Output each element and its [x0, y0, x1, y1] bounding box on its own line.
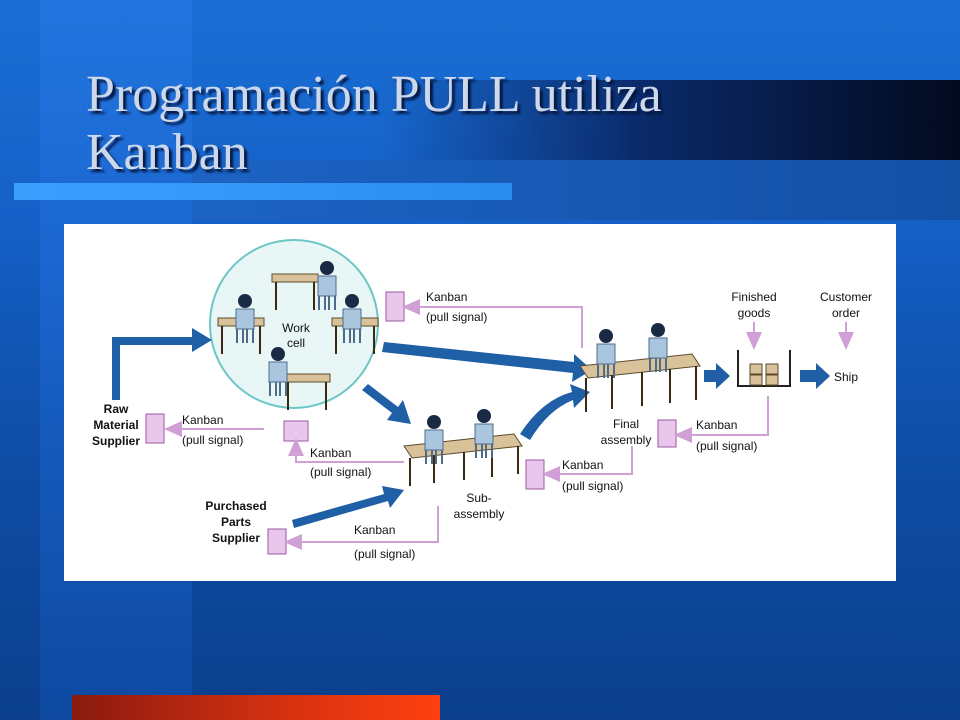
kanban-card-purchased	[267, 528, 287, 555]
kanban-final-label: Kanban	[696, 418, 737, 432]
kanban-card-sub	[525, 459, 545, 490]
footer-red-bar	[72, 695, 440, 720]
pull-signal-sub-label: (pull signal)	[562, 479, 623, 493]
kanban-card-raw	[145, 413, 165, 444]
customer-order-line2: order	[832, 306, 860, 320]
sub-assembly-line2: assembly	[454, 507, 505, 521]
workcell-to-final-arrow	[382, 342, 592, 382]
kanban-purchased-label: Kanban	[354, 523, 395, 537]
pull-signal-top-label: (pull signal)	[426, 310, 487, 324]
kanban-signal-sub: Kanban (pull signal)	[525, 446, 633, 493]
kanban-raw-label: Kanban	[182, 413, 223, 427]
raw-supplier-line3: Supplier	[92, 434, 140, 448]
kanban-diagram: Work cell Raw Material Supplier Sub- ass…	[64, 224, 896, 581]
purchased-parts-supplier-label: Purchased Parts Supplier	[205, 499, 266, 545]
sub-assembly-label: Sub- assembly	[454, 491, 505, 521]
finished-goods-line1: Finished	[731, 290, 776, 304]
work-cell-label-1: Work	[282, 321, 311, 335]
sub-to-final-arrow	[520, 384, 590, 440]
kanban-signal-purchased: Kanban (pull signal)	[284, 506, 439, 561]
raw-supplier-line1: Raw	[104, 402, 129, 416]
final-assembly-line1: Final	[613, 417, 639, 431]
finished-goods-bin	[737, 350, 791, 387]
customer-order-label: Customer order	[820, 290, 872, 320]
final-to-goods-arrow	[704, 363, 730, 389]
purchased-supplier-line2: Parts	[221, 515, 251, 529]
finished-goods-line2: goods	[738, 306, 771, 320]
slide-title-line2: Kanban	[86, 124, 248, 181]
ship-arrow	[800, 363, 830, 389]
pull-signal-purchased-label: (pull signal)	[354, 547, 415, 561]
kanban-sub-label: Kanban	[562, 458, 603, 472]
raw-material-flow-arrow	[112, 328, 212, 400]
final-assembly-label: Final assembly	[601, 417, 652, 447]
title-underline	[14, 183, 512, 200]
ship-label: Ship	[834, 370, 858, 384]
title-dark-band	[380, 80, 960, 160]
work-cell-label-2: cell	[287, 336, 305, 350]
pull-signal-raw-label: (pull signal)	[182, 433, 243, 447]
kanban-signal-top: Kanban (pull signal)	[385, 290, 583, 348]
kanban-signal-workcell: Kanban (pull signal)	[283, 420, 404, 479]
finished-goods-label: Finished goods	[731, 290, 776, 320]
raw-material-supplier-label: Raw Material Supplier	[92, 402, 140, 448]
kanban-top-label: Kanban	[426, 290, 467, 304]
customer-order-line1: Customer	[820, 290, 872, 304]
purchased-supplier-line3: Supplier	[212, 531, 260, 545]
pull-signal-final-label: (pull signal)	[696, 439, 757, 453]
kanban-signal-raw: Kanban (pull signal)	[164, 413, 264, 447]
purchased-supplier-line1: Purchased	[205, 499, 266, 513]
kanban-card-workcell	[283, 420, 309, 442]
sub-assembly-line	[403, 408, 523, 486]
slide-title-line1: Programación PULL utiliza	[86, 66, 662, 123]
purchased-parts-flow-arrow	[292, 486, 404, 528]
workcell-to-sub-arrow	[362, 384, 411, 424]
pull-signal-workcell-label: (pull signal)	[310, 465, 371, 479]
sub-assembly-line1: Sub-	[466, 491, 491, 505]
kanban-card-top	[385, 291, 405, 322]
kanban-card-final	[657, 419, 677, 448]
kanban-workcell-label: Kanban	[310, 446, 351, 460]
raw-supplier-line2: Material	[93, 418, 138, 432]
final-assembly-line2: assembly	[601, 433, 652, 447]
kanban-diagram-svg: Work cell Raw Material Supplier Sub- ass…	[92, 239, 872, 561]
kanban-signal-final: Kanban (pull signal)	[657, 396, 769, 453]
work-cell: Work cell	[209, 239, 379, 411]
final-assembly-line	[579, 322, 701, 412]
